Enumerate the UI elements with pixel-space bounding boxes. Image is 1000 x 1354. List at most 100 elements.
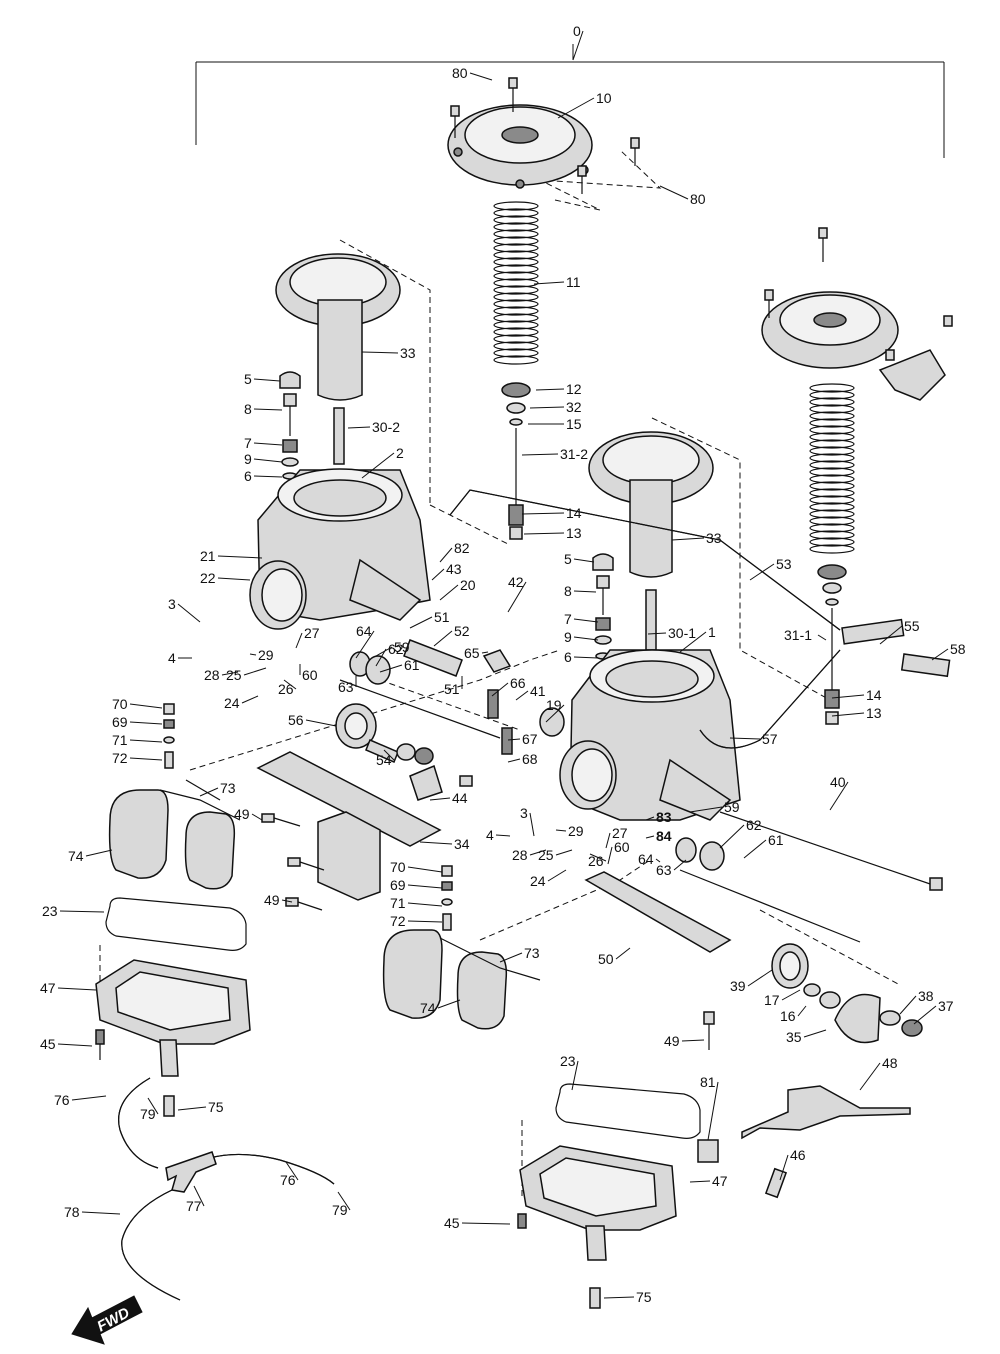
- spring-coil: [809, 411, 855, 421]
- callout-66: 66: [510, 675, 526, 691]
- callout-leader: [547, 869, 567, 882]
- callout-leader: [573, 618, 599, 623]
- callout-24a: 24: [224, 695, 240, 711]
- spring-coil: [809, 467, 855, 477]
- callout-38: 38: [918, 988, 934, 1004]
- callout-2: 2: [396, 445, 404, 461]
- callout-73a: 73: [220, 780, 236, 796]
- callout-leader: [707, 1081, 719, 1141]
- callout-leader: [779, 1154, 789, 1181]
- callout-9a: 9: [244, 451, 252, 467]
- callout-leader: [899, 995, 917, 1015]
- callout-22: 22: [200, 570, 216, 586]
- callout-49a: 49: [234, 806, 250, 822]
- callout-26a: 26: [278, 681, 294, 697]
- callout-leader: [419, 841, 453, 845]
- callout-leader: [59, 910, 105, 913]
- callout-leader: [572, 30, 584, 61]
- float-bowl-left: [95, 959, 251, 1077]
- callout-51b: 51: [444, 681, 460, 697]
- screw-icon: [450, 77, 640, 194]
- float-valve-left: [163, 703, 175, 769]
- callout-76a: 76: [54, 1092, 70, 1108]
- callout-leader: [129, 721, 163, 725]
- callout-leader: [659, 185, 689, 200]
- spring-coil: [809, 460, 855, 470]
- callout-leader: [647, 632, 667, 635]
- callout-79b: 79: [332, 1202, 348, 1218]
- callout-61a: 61: [404, 657, 420, 673]
- callout-leader: [679, 631, 707, 653]
- callout-69b: 69: [390, 877, 406, 893]
- callout-76b: 76: [280, 1172, 296, 1188]
- spring-coil: [493, 264, 539, 274]
- spring-coil: [809, 509, 855, 519]
- callout-leader: [605, 832, 611, 849]
- callout-75a: 75: [208, 1099, 224, 1115]
- callout-23b: 23: [560, 1053, 576, 1069]
- callout-14a: 14: [566, 505, 582, 521]
- choke-lever: [741, 1085, 911, 1140]
- callout-leader: [529, 406, 565, 409]
- callout-leader: [57, 987, 97, 991]
- callout-leader: [859, 1062, 881, 1091]
- carburetor-body-right: [559, 649, 741, 821]
- callout-26b: 26: [588, 853, 604, 869]
- callout-59a: 59: [394, 639, 410, 655]
- callout-64b: 64: [638, 851, 654, 867]
- spring-coil: [809, 439, 855, 449]
- callout-84: 84: [656, 828, 672, 844]
- callout-leader: [515, 690, 529, 701]
- callout-leader: [361, 351, 399, 354]
- callout-20: 20: [460, 577, 476, 593]
- spring-coil: [809, 530, 855, 540]
- callout-leader: [439, 547, 453, 563]
- spring-coil: [493, 271, 539, 281]
- callout-leader: [507, 758, 521, 763]
- callout-leader: [337, 1191, 351, 1211]
- callout-31-2: 31-2: [560, 446, 588, 462]
- callout-leader: [673, 859, 687, 871]
- callout-leader: [573, 656, 599, 659]
- callout-44: 44: [452, 790, 468, 806]
- callout-leader: [645, 816, 655, 821]
- callout-70a: 70: [112, 696, 128, 712]
- callout-8b: 8: [564, 583, 572, 599]
- callout-leader: [437, 999, 461, 1009]
- spring-coil: [809, 544, 855, 554]
- callout-63a: 63: [338, 679, 354, 695]
- callout-leader: [429, 797, 451, 801]
- callout-leader: [499, 952, 523, 963]
- callout-leader: [217, 555, 263, 559]
- callout-43: 43: [446, 561, 462, 577]
- callout-8a: 8: [244, 401, 252, 417]
- callout-leader: [85, 849, 113, 857]
- callout-leader: [241, 695, 259, 704]
- callout-leader: [829, 781, 849, 811]
- callout-48: 48: [882, 1055, 898, 1071]
- callout-47b: 47: [712, 1173, 728, 1189]
- callout-4b: 4: [486, 827, 494, 843]
- callout-28a: 28: [204, 667, 220, 683]
- callout-52: 52: [454, 623, 470, 639]
- callout-68: 68: [522, 751, 538, 767]
- callout-75b: 75: [636, 1289, 652, 1305]
- callout-leader: [729, 737, 761, 740]
- callout-6a: 6: [244, 468, 252, 484]
- callout-leader: [221, 671, 239, 676]
- callout-leader: [407, 884, 443, 889]
- callout-73b: 73: [524, 945, 540, 961]
- callout-42: 42: [508, 574, 524, 590]
- spring-coil: [493, 341, 539, 351]
- diaphragm-left: [275, 253, 401, 465]
- callout-27a: 27: [304, 625, 320, 641]
- callout-6b: 6: [564, 649, 572, 665]
- callout-leader: [129, 703, 163, 709]
- callout-leader: [251, 813, 263, 821]
- callout-leader: [781, 989, 801, 1001]
- gasket-left: [105, 897, 247, 951]
- callout-72a: 72: [112, 750, 128, 766]
- throttle-shaft-right: [675, 811, 943, 943]
- assembly-bracket: [195, 44, 945, 158]
